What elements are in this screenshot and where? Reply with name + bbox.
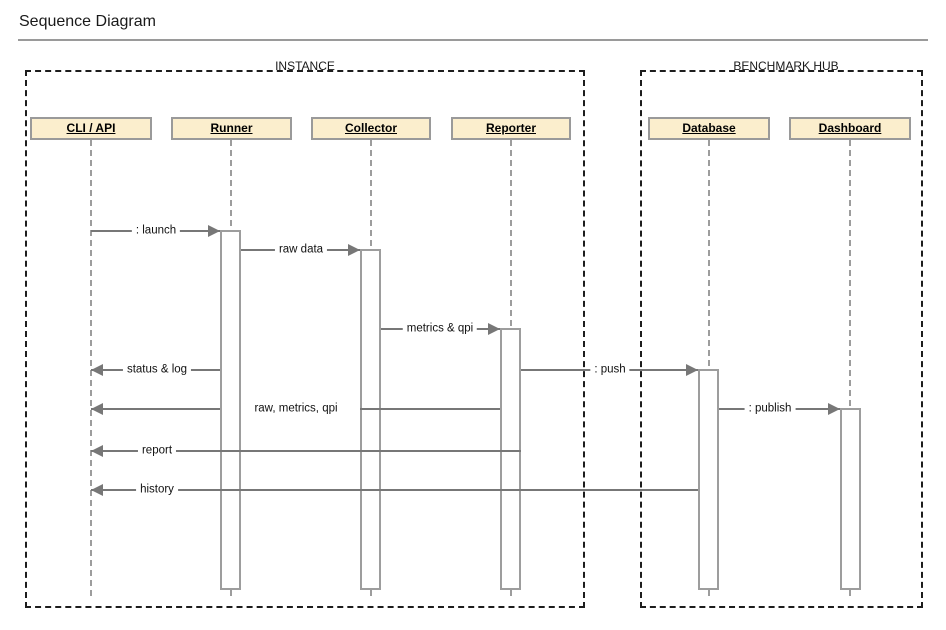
message-line-raw-metrics-qpi-tail [360,408,500,410]
message-label-raw-metrics-qpi: raw, metrics, qpi [250,402,342,416]
frame-label-instance: INSTANCE [275,59,335,73]
arrow-head-report [91,445,103,457]
lifeline-box-reporter[interactable]: Reporter [451,117,571,140]
lifeline-box-cli-api[interactable]: CLI / API [30,117,152,140]
activation-bar-dashboard [840,408,861,590]
message-label-publish: : publish [744,402,796,416]
activation-bar-database [698,369,719,590]
message-label-history: history [136,483,178,497]
arrow-head-launch [208,225,220,237]
message-label-launch: : launch [131,224,181,238]
arrow-head-raw-metrics-qpi [91,403,103,415]
message-line-history [91,489,698,491]
lifeline-box-dashboard[interactable]: Dashboard [789,117,911,140]
activation-bar-reporter [500,328,521,590]
lifeline-label-dashboard: Dashboard [818,121,882,135]
message-label-raw-data: raw data [274,243,328,257]
arrow-head-push [686,364,698,376]
frame-label-benchmark-hub: BENCHMARK HUB [733,59,839,73]
lifeline-label-collector: Collector [344,121,397,135]
message-label-status-log: status & log [122,363,192,377]
activation-bar-collector [360,249,381,590]
lifeline-label-database: Database [682,121,736,135]
lifeline-label-runner: Runner [210,121,253,135]
frame-instance [25,70,585,608]
arrow-head-publish [828,403,840,415]
message-label-metrics-qpi: metrics & qpi [402,322,478,336]
frame-benchmark-hub [640,70,923,608]
lifeline-box-runner[interactable]: Runner [171,117,292,140]
message-line-raw-metrics-qpi [91,408,220,410]
message-label-push: : push [590,363,630,377]
arrow-head-metrics-qpi [488,323,500,335]
arrow-head-status-log [91,364,103,376]
arrow-head-raw-data [348,244,360,256]
lifeline-label-cli-api: CLI / API [66,121,116,135]
activation-bar-runner [220,230,241,590]
lifeline-box-database[interactable]: Database [648,117,770,140]
lifeline-box-collector[interactable]: Collector [311,117,431,140]
title-divider [18,39,928,41]
message-line-report [91,450,521,452]
page-title: Sequence Diagram [19,13,156,30]
arrow-head-history [91,484,103,496]
lifeline-database [708,140,710,596]
message-label-report: report [137,444,177,458]
lifeline-dashboard [849,140,851,596]
lifeline-label-reporter: Reporter [485,121,536,135]
